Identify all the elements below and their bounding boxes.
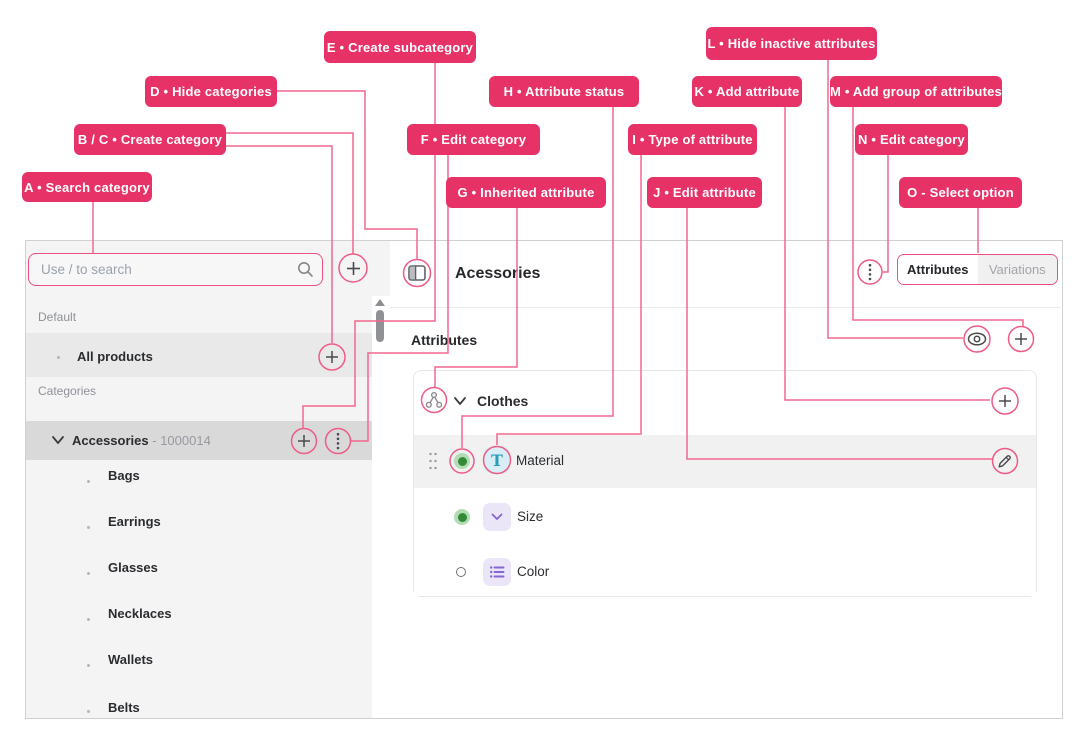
attribute-type-text-icon: T	[484, 447, 510, 473]
category-name: Accessories - 1000014	[72, 432, 211, 450]
sidebar	[26, 241, 372, 718]
hide-categories-button[interactable]	[403, 259, 431, 287]
annotation-d: D • Hide categories	[145, 76, 277, 107]
subcategory-item[interactable]: Wallets	[108, 652, 154, 667]
drag-handle-icon[interactable]	[427, 451, 439, 471]
annotation-g: G • Inherited attribute	[446, 177, 606, 208]
subcategory-item[interactable]: Necklaces	[108, 606, 172, 621]
attribute-row-color[interactable]	[414, 542, 1036, 596]
subcategory-item[interactable]: Bags	[108, 468, 140, 483]
attribute-status-inactive[interactable]	[456, 567, 466, 577]
edit-attribute-button[interactable]	[991, 447, 1019, 475]
bullet-icon	[87, 572, 90, 575]
subcategory-item[interactable]: Glasses	[108, 560, 158, 575]
default-section-label: Default	[38, 310, 77, 324]
attribute-name: Size	[517, 509, 544, 524]
pencil-icon	[998, 455, 1011, 468]
edit-category-menu-button[interactable]	[324, 427, 352, 455]
tab-attributes[interactable]: Attributes	[898, 255, 978, 284]
attribute-type-list-icon	[483, 558, 511, 586]
attribute-status-active[interactable]	[454, 509, 470, 525]
annotation-b-c: B / C • Create category	[74, 124, 226, 155]
hide-inactive-attributes-button[interactable]	[963, 325, 991, 353]
annotation-f: F • Edit category	[407, 124, 540, 155]
create-root-category-button[interactable]	[339, 254, 367, 282]
category-code: - 1000014	[152, 433, 211, 448]
annotation-i: I • Type of attribute	[628, 124, 757, 155]
chevron-down-icon[interactable]	[51, 435, 65, 445]
attribute-type-select-icon	[483, 503, 511, 531]
categories-section-label: Categories	[38, 384, 97, 398]
annotation-k: K • Add attribute	[692, 76, 802, 107]
bullet-icon	[87, 526, 90, 529]
category-name-text: Accessories	[72, 433, 149, 448]
all-products-label: All products	[77, 349, 153, 364]
bullet-icon	[57, 356, 60, 359]
edit-category-menu-button-top[interactable]	[856, 258, 884, 286]
bullet-icon	[87, 618, 90, 621]
annotation-n: N • Edit category	[855, 124, 968, 155]
plus-icon	[999, 395, 1011, 407]
attribute-name: Color	[517, 564, 550, 579]
add-attribute-group-button[interactable]	[1007, 325, 1035, 353]
view-tabs: Attributes Variations	[897, 254, 1058, 285]
create-category-button[interactable]	[318, 343, 346, 371]
subcategory-item[interactable]: Belts	[108, 700, 140, 715]
kebab-menu-icon	[868, 263, 872, 281]
create-subcategory-button[interactable]	[290, 427, 318, 455]
attribute-group-name: Clothes	[477, 393, 529, 409]
chevron-down-icon[interactable]	[453, 396, 467, 406]
sidebar-scrollbar-track[interactable]	[372, 296, 390, 717]
attributes-heading: Attributes	[411, 332, 478, 348]
annotation-e: E • Create subcategory	[324, 31, 476, 63]
annotation-l: L • Hide inactive attributes	[706, 27, 877, 60]
bullet-icon	[87, 710, 90, 713]
attribute-status-active[interactable]	[454, 453, 470, 469]
annotation-h: H • Attribute status	[489, 76, 639, 107]
plus-icon	[326, 351, 338, 363]
add-attribute-button[interactable]	[991, 387, 1019, 415]
page-title: Acessories	[455, 265, 541, 282]
eye-icon	[967, 332, 987, 346]
plus-icon	[1015, 333, 1027, 345]
scrollbar-thumb[interactable]	[376, 310, 384, 342]
annotation-m: M • Add group of attributes	[830, 76, 1002, 107]
bullet-icon	[87, 480, 90, 483]
plus-icon	[346, 261, 360, 275]
search-icon	[298, 262, 313, 277]
plus-icon	[298, 435, 310, 447]
annotation-a: A • Search category	[22, 172, 152, 202]
sidebar-panel-icon	[408, 265, 426, 281]
subcategory-item[interactable]: Earrings	[108, 514, 161, 529]
kebab-menu-icon	[336, 432, 340, 450]
tab-variations[interactable]: Variations	[977, 255, 1057, 284]
annotation-j: J • Edit attribute	[647, 177, 762, 208]
inherited-attribute-icon	[425, 391, 443, 408]
bullet-icon	[87, 664, 90, 667]
attribute-name: Material	[516, 453, 565, 468]
scrollbar-up-arrow[interactable]	[375, 299, 385, 306]
attribute-row-size[interactable]	[414, 488, 1036, 542]
search-input[interactable]	[28, 253, 323, 286]
annotation-o: O - Select option	[899, 177, 1022, 208]
header-divider	[390, 307, 1061, 308]
